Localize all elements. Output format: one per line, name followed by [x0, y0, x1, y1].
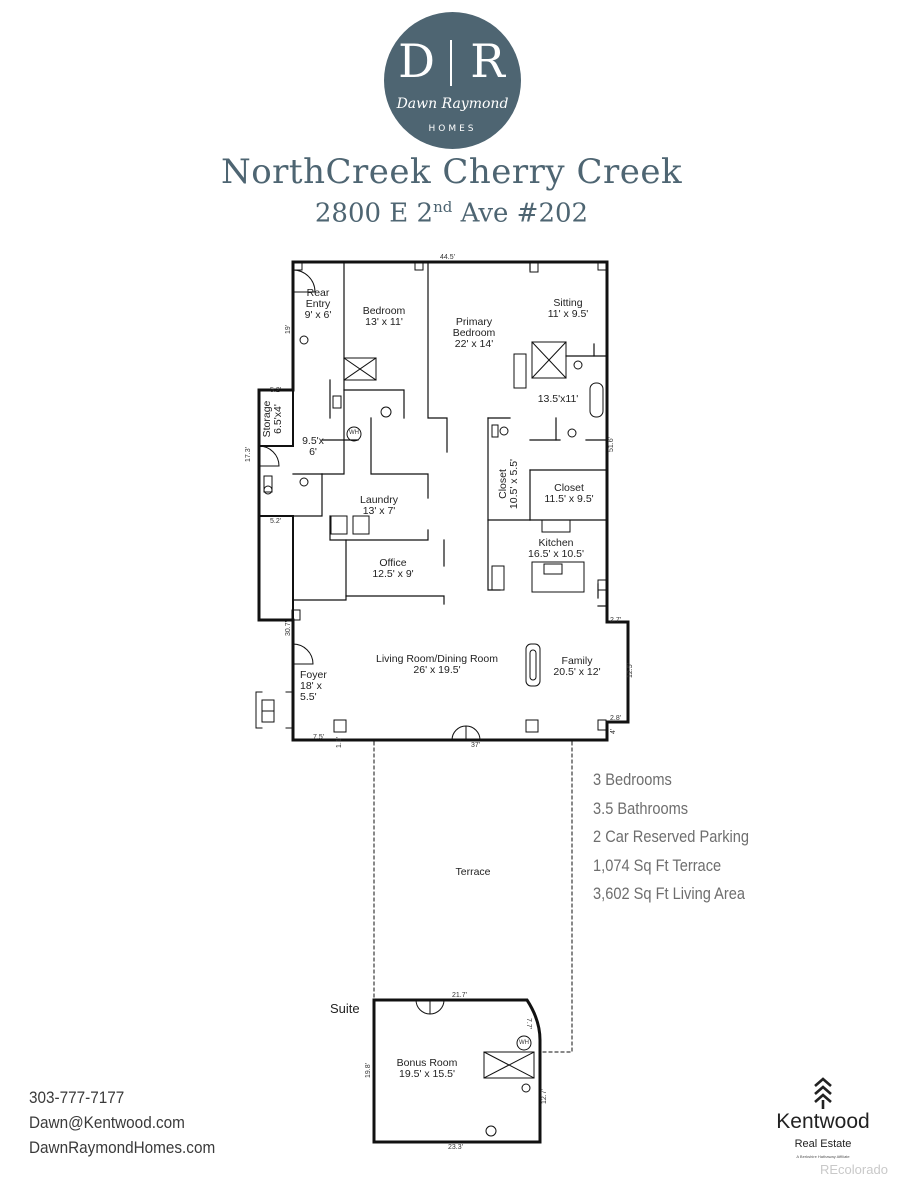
room-rear-entry: Rear Entry 9' x 6': [304, 287, 332, 321]
room-kitchen: Kitchen 16.5' x 10.5': [528, 537, 584, 560]
dim-top-width: 44.5': [440, 254, 455, 261]
room-laundry: Laundry 13' x 7': [360, 494, 398, 517]
room-foyer: Foyer 18' x 5.5': [300, 669, 327, 703]
tree-chevron-icon: [814, 1077, 832, 1109]
dim-storage-top: 5.2': [270, 387, 282, 394]
address-sup: nd: [433, 198, 453, 216]
features-list: 3 Bedrooms 3.5 Bathrooms 2 Car Reserved …: [593, 766, 749, 909]
logo-divider: [450, 40, 452, 86]
room-bedroom: Bedroom 13' x 11': [362, 305, 406, 328]
room-bonus-room: Bonus Room 19.5' x 15.5': [396, 1057, 458, 1080]
room-closet-right: Closet 11.5' x 9.5': [544, 482, 594, 505]
brand-name: Kentwood: [776, 1110, 870, 1133]
logo-letter-d: D: [398, 34, 437, 88]
main-unit-outer-wall: [257, 260, 630, 742]
property-address: 2800 E 2nd Ave #202: [0, 198, 903, 229]
room-sitting: Sitting 11' x 9.5': [547, 297, 589, 320]
storage-wall: [258, 389, 294, 447]
room-primary-bath: 13.5'x11': [537, 393, 579, 405]
room-living-dining: Living Room/Dining Room 26' x 19.5': [376, 653, 498, 676]
address-prefix: 2800 E 2: [314, 198, 434, 229]
dim-left-mid: 30.7': [285, 621, 292, 636]
logo-letter-r: R: [470, 34, 507, 88]
feature-item: 3,602 Sq Ft Living Area: [593, 884, 745, 903]
fireplace-primary: [513, 353, 527, 389]
logo-script-name: Dawn Raymond: [396, 96, 509, 112]
dim-storage-bottom: 5.2': [270, 518, 282, 525]
contact-website[interactable]: DawnRaymondHomes.com: [29, 1138, 216, 1157]
logo-tagline: HOMES: [428, 124, 477, 134]
dim-suite-left: 19.8': [365, 1063, 372, 1078]
contact-email[interactable]: Dawn@Kentwood.com: [29, 1113, 185, 1132]
shower-bedroom: [343, 357, 377, 381]
logo-monogram: D R: [384, 38, 521, 84]
property-name: NorthCreek Cherry Creek: [220, 152, 683, 192]
dim-foyer-bottom: 7.5': [313, 734, 325, 741]
dim-storage-side: 17.3': [245, 447, 252, 462]
dim-suite-right: 12.7': [541, 1089, 548, 1104]
suite-label: Suite: [330, 1001, 360, 1016]
water-heater-main: [346, 426, 362, 442]
entry-bump-wall: [258, 469, 294, 623]
room-office: Office 12.5' x 9': [372, 557, 414, 580]
watermark: REcolorado: [820, 1162, 888, 1177]
contact-phone[interactable]: 303-777-7177: [29, 1088, 125, 1107]
dim-step-top: 2.7': [610, 617, 622, 624]
suite-outer-wall: [372, 998, 542, 1144]
dim-suite-angle: 7.7': [525, 1018, 532, 1030]
range: [541, 519, 571, 533]
toilet-bedroom-bath: [380, 406, 392, 418]
water-heater-label-main: WH: [349, 430, 359, 436]
dim-step-side: 12.5': [627, 663, 634, 678]
room-bath-small: 9.5'x 6': [302, 435, 324, 458]
address-suffix: Ave #202: [452, 198, 589, 229]
dim-foyer-small: 1.1': [336, 736, 343, 748]
dim-suite-top: 21.7': [452, 992, 467, 999]
room-family: Family 20.5' x 12': [553, 655, 601, 678]
kitchen-island: [531, 561, 585, 593]
feature-item: 1,074 Sq Ft Terrace: [593, 855, 722, 875]
dawn-raymond-logo: D R Dawn Raymond HOMES: [384, 12, 521, 149]
room-primary-bedroom: Primary Bedroom 22' x 14': [452, 316, 496, 350]
room-terrace: Terrace: [455, 866, 491, 878]
room-storage: Storage 6.5'x4': [261, 400, 284, 438]
dim-step-bottom: 2.8': [610, 715, 622, 722]
feature-item: 3 Bedrooms: [593, 770, 672, 789]
shower-primary: [531, 341, 567, 379]
dim-suite-bottom: 23.3': [448, 1144, 463, 1151]
tub-primary: [589, 382, 604, 418]
brand-sub: Real Estate: [794, 1138, 852, 1150]
contact-block: 303-777-7177 Dawn@Kentwood.com DawnRaymo…: [29, 1085, 215, 1160]
sofa: [525, 643, 541, 687]
terrace-outline: [373, 741, 573, 1053]
dim-right-side: 51.6': [608, 437, 615, 452]
feature-item: 3.5 Bathrooms: [593, 798, 689, 818]
feature-item: 2 Car Reserved Parking: [593, 827, 750, 846]
dim-step-small: 4': [610, 728, 617, 734]
dim-rear-left: 19': [285, 324, 292, 334]
room-closet-left: Closet 10.5' x 5.5': [497, 458, 520, 510]
water-heater-label-suite: WH: [519, 1040, 529, 1046]
dim-bottom-width: 37': [471, 742, 481, 749]
fridge: [491, 565, 505, 591]
brand-tagline: A Berkshire Hathaway Affiliate: [796, 1154, 850, 1159]
